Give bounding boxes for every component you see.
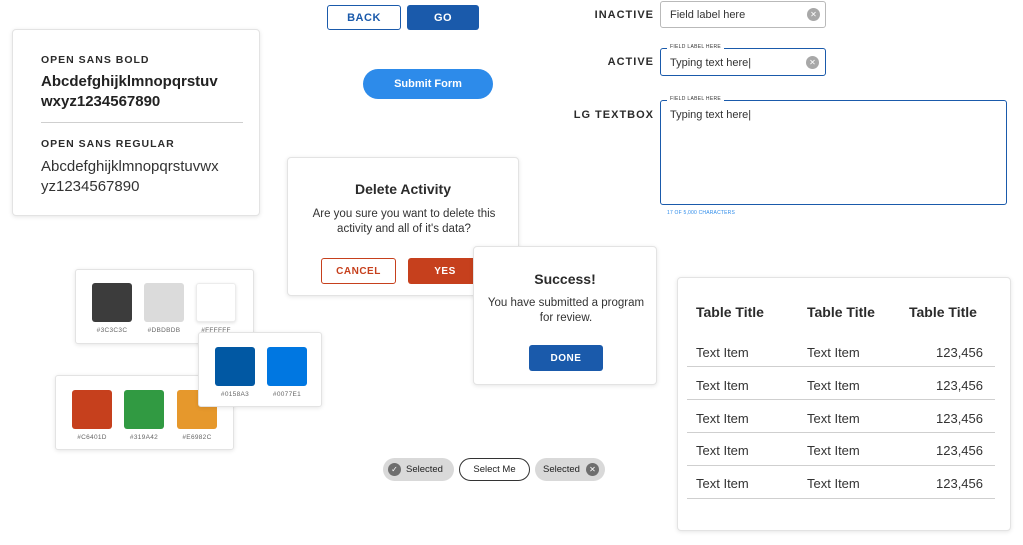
select-me-chip[interactable]: Select Me <box>459 458 530 481</box>
table-cell: Text Item <box>696 378 749 393</box>
color-swatch <box>267 347 307 386</box>
table-cell: Text Item <box>807 378 860 393</box>
inactive-field-label: INACTIVE <box>594 9 654 21</box>
table-cell: Text Item <box>696 443 749 458</box>
table-cell: Text Item <box>696 411 749 426</box>
clear-icon[interactable]: ✕ <box>807 8 820 21</box>
bold-font-label: OPEN SANS BOLD <box>41 54 150 66</box>
success-message: You have submitted a program for review. <box>487 297 645 324</box>
color-swatch <box>215 347 255 386</box>
yes-button[interactable]: YES <box>408 258 482 284</box>
swatch-label: #E6982C <box>182 434 212 441</box>
done-button[interactable]: DONE <box>529 345 603 371</box>
accent-palette-card: #C6401D #319A42 #E6982C <box>55 375 234 450</box>
row-divider <box>687 399 995 400</box>
field-value: Field label here <box>670 9 746 21</box>
color-swatch <box>196 283 236 322</box>
chip-label: Select Me <box>473 464 516 475</box>
submit-form-button[interactable]: Submit Form <box>363 69 493 99</box>
swatch-label: #319A42 <box>129 434 159 441</box>
swatch-label: #DBDBDB <box>147 327 181 334</box>
blue-palette-card: #0158A3 #0077E1 <box>198 332 322 407</box>
table-cell: Text Item <box>807 443 860 458</box>
table-cell: Text Item <box>807 345 860 360</box>
swatch-label: #0158A3 <box>220 391 250 398</box>
dialog-title: Delete Activity <box>355 181 451 197</box>
color-swatch <box>72 390 112 429</box>
table-header: Table Title <box>909 304 977 320</box>
table-cell: Text Item <box>696 345 749 360</box>
table-cell: 123,456 <box>936 443 983 458</box>
row-divider <box>687 498 995 499</box>
character-count: 17 OF 5,000 CHARACTERS <box>667 210 736 216</box>
color-swatch <box>92 283 132 322</box>
close-icon[interactable]: ✕ <box>585 463 599 476</box>
back-button[interactable]: BACK <box>327 5 401 30</box>
selected-removable-chip[interactable]: Selected ✕ <box>535 458 605 481</box>
table-cell: 123,456 <box>936 345 983 360</box>
row-divider <box>687 432 995 433</box>
check-icon: ✓ <box>388 463 401 476</box>
bold-font-sample: Abcdefghijklmnopqrstuv wxyz1234567890 <box>41 73 218 110</box>
divider <box>41 122 243 123</box>
swatch-label: #0077E1 <box>272 391 302 398</box>
clear-icon[interactable]: ✕ <box>806 56 819 69</box>
inactive-text-field[interactable]: Field label here ✕ <box>660 1 826 28</box>
color-swatch <box>144 283 184 322</box>
swatch-label: #C6401D <box>77 434 107 441</box>
table-cell: 123,456 <box>936 378 983 393</box>
row-divider <box>687 366 995 367</box>
neutral-palette-card: #3C3C3C #DBDBDB #FFFFFF <box>75 269 254 344</box>
swatch-label: #3C3C3C <box>96 327 128 334</box>
table-header: Table Title <box>696 304 764 320</box>
table-header: Table Title <box>807 304 875 320</box>
floating-label: FIELD LABEL HERE <box>667 44 725 50</box>
swatch-label: #FFFFFF <box>201 327 231 334</box>
row-divider <box>687 465 995 466</box>
color-swatch <box>124 390 164 429</box>
table-cell: Text Item <box>696 476 749 491</box>
go-button[interactable]: GO <box>407 5 479 30</box>
table-cell: Text Item <box>807 411 860 426</box>
dialog-message: Are you sure you want to delete this act… <box>312 208 496 235</box>
field-value: Typing text here| <box>670 57 752 69</box>
table-cell: 123,456 <box>936 476 983 491</box>
success-dialog: Success! You have submitted a program fo… <box>473 246 657 385</box>
chip-label: Selected <box>543 464 580 475</box>
typography-card: OPEN SANS BOLD Abcdefghijklmnopqrstuv wx… <box>12 29 260 216</box>
regular-font-label: OPEN SANS REGULAR <box>41 138 175 150</box>
selected-chip[interactable]: ✓ Selected <box>383 458 454 481</box>
floating-label: FIELD LABEL HERE <box>667 96 725 102</box>
large-textbox[interactable]: FIELD LABEL HERE Typing text here| <box>660 96 1007 205</box>
active-text-field[interactable]: FIELD LABEL HERE Typing text here| ✕ <box>660 44 826 76</box>
success-title: Success! <box>534 271 596 287</box>
cancel-button[interactable]: CANCEL <box>321 258 396 284</box>
data-table: Table Title Table Title Table Title Text… <box>677 277 1011 531</box>
large-textbox-label: LG TEXTBOX <box>573 109 654 121</box>
table-cell: 123,456 <box>936 411 983 426</box>
active-field-label: ACTIVE <box>607 56 654 68</box>
chip-label: Selected <box>406 464 443 475</box>
delete-activity-dialog: Delete Activity Are you sure you want to… <box>287 157 519 296</box>
table-cell: Text Item <box>807 476 860 491</box>
regular-font-sample: Abcdefghijklmnopqrstuvwx yz1234567890 <box>41 158 219 195</box>
field-value: Typing text here| <box>670 109 752 121</box>
